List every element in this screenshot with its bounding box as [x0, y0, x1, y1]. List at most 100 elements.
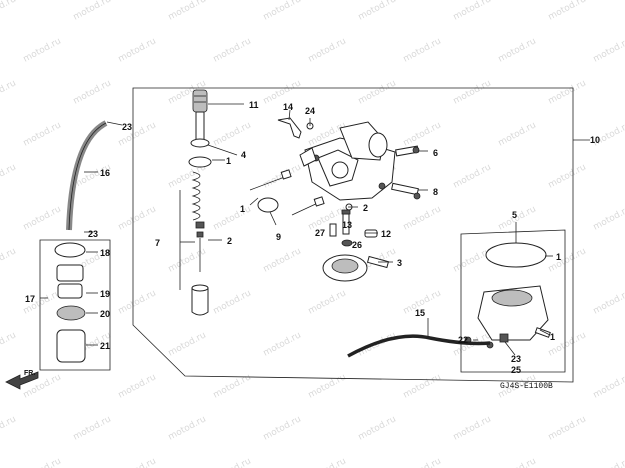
- front-label: FR.: [24, 370, 35, 377]
- callout-12: 12: [381, 229, 391, 239]
- watermark-text: motod.ru: [402, 372, 443, 400]
- callout-26: 26: [352, 240, 362, 250]
- watermark-text: motod.ru: [22, 36, 63, 64]
- diagram-code: GJ4S-E1100B: [500, 382, 553, 391]
- callout-23a: 23: [122, 122, 132, 132]
- callout-23c: 23: [511, 354, 521, 364]
- callout-14: 14: [283, 102, 293, 112]
- callout-10: 10: [590, 135, 600, 145]
- watermark-text: motod.ru: [167, 330, 208, 358]
- watermark-text: motod.ru: [0, 246, 18, 274]
- callout-1d: 1: [550, 332, 555, 342]
- watermark-text: motod.ru: [402, 120, 443, 148]
- watermark-text: motod.ru: [402, 456, 443, 468]
- watermark-text: motod.ru: [547, 162, 588, 190]
- watermark-text: motod.ru: [167, 0, 208, 23]
- carburetor-body: [299, 121, 396, 201]
- screw-6: [395, 145, 420, 157]
- callout-1c: 1: [556, 252, 561, 262]
- watermark-text: motod.ru: [0, 0, 18, 23]
- callout-17: 17: [25, 294, 35, 304]
- watermark-text: motod.ru: [167, 246, 208, 274]
- choke-hose: [277, 117, 302, 139]
- callout-18: 18: [100, 248, 110, 258]
- watermark-text: motod.ru: [22, 120, 63, 148]
- watermark-text: motod.ru: [22, 204, 63, 232]
- watermark-text: motod.ru: [452, 162, 493, 190]
- watermark-text: motod.ru: [547, 78, 588, 106]
- watermark-text: motod.ru: [262, 330, 303, 358]
- callout-6: 6: [433, 148, 438, 158]
- watermark-text: motod.ru: [0, 330, 18, 358]
- callout-7: 7: [155, 238, 160, 248]
- watermark-text: motod.ru: [497, 204, 538, 232]
- callout-21: 21: [100, 341, 110, 351]
- callout-1a: 1: [226, 156, 231, 166]
- throttle-valve-assembly: [188, 89, 212, 316]
- watermark-text: motod.ru: [307, 372, 348, 400]
- watermark-text: motod.ru: [307, 36, 348, 64]
- watermark-text: motod.ru: [547, 414, 588, 442]
- watermark-text: motod.ru: [212, 36, 253, 64]
- watermark-text: motod.ru: [452, 246, 493, 274]
- drain-hose-15: [347, 334, 491, 358]
- watermark-text: motod.ru: [497, 456, 538, 468]
- watermark-text: motod.ru: [117, 456, 158, 468]
- callout-1b: 1: [240, 204, 245, 214]
- callout-8: 8: [433, 187, 438, 197]
- watermark-text: motod.ru: [547, 246, 588, 274]
- watermark-text: motod.ru: [452, 414, 493, 442]
- watermark-text: motod.ru: [307, 288, 348, 316]
- callout-22: 22: [458, 335, 468, 345]
- watermark-text: motod.ru: [402, 36, 443, 64]
- callout-24: 24: [305, 106, 315, 116]
- watermark-text: motod.ru: [22, 456, 63, 468]
- watermark-text: motod.ru: [262, 414, 303, 442]
- watermark-text: motod.ru: [592, 204, 625, 232]
- callout-5: 5: [512, 210, 517, 220]
- watermark-text: motod.ru: [117, 288, 158, 316]
- watermark-text: motod.ru: [212, 204, 253, 232]
- assembly-frame: [132, 87, 574, 383]
- callout-9: 9: [276, 232, 281, 242]
- front-direction-marker: FR.: [5, 370, 39, 390]
- callout-16: 16: [100, 168, 110, 178]
- callout-labels: 11 14 24 4 1 6 8 1 2 13 27 12 9 7 2 26 3…: [25, 100, 600, 375]
- watermark-text: motod.ru: [592, 372, 625, 400]
- watermark-text: motod.ru: [592, 288, 625, 316]
- watermark-text: motod.ru: [72, 0, 113, 23]
- callout-11: 11: [249, 100, 259, 110]
- watermark-text: motod.ru: [262, 246, 303, 274]
- screw-set-9: [249, 169, 325, 216]
- watermark-text: motod.ru: [547, 0, 588, 23]
- watermark-text: motod.ru: [117, 204, 158, 232]
- watermark-text: motod.ru: [262, 0, 303, 23]
- callout-20: 20: [100, 309, 110, 319]
- watermark-text: motod.ru: [167, 414, 208, 442]
- watermark-text: motod.ru: [357, 414, 398, 442]
- watermark-text: motod.ru: [497, 36, 538, 64]
- callout-15: 15: [415, 308, 425, 318]
- watermark-text: motod.ru: [402, 204, 443, 232]
- watermark-text: motod.ru: [0, 414, 18, 442]
- callout-2a: 2: [363, 203, 368, 213]
- watermark-text: motod.ru: [117, 372, 158, 400]
- callout-23b: 23: [88, 229, 98, 239]
- callout-13: 13: [342, 220, 352, 230]
- callout-25: 25: [511, 365, 521, 375]
- sub-assembly-17: [39, 239, 111, 371]
- callout-27: 27: [315, 228, 325, 238]
- callout-4: 4: [241, 150, 246, 160]
- watermark-text: motod.ru: [357, 0, 398, 23]
- watermark-text: motod.ru: [72, 414, 113, 442]
- watermark-text: motod.ru: [72, 78, 113, 106]
- callout-19: 19: [100, 289, 110, 299]
- watermark-text: motod.ru: [592, 36, 625, 64]
- callout-3: 3: [397, 258, 402, 268]
- leader-lines: [40, 103, 590, 356]
- watermark-text: motod.ru: [0, 78, 18, 106]
- watermark-text: motod.ru: [592, 456, 625, 468]
- watermark-text: motod.ru: [357, 78, 398, 106]
- callout-2b: 2: [227, 236, 232, 246]
- watermark-text: motod.ru: [0, 162, 18, 190]
